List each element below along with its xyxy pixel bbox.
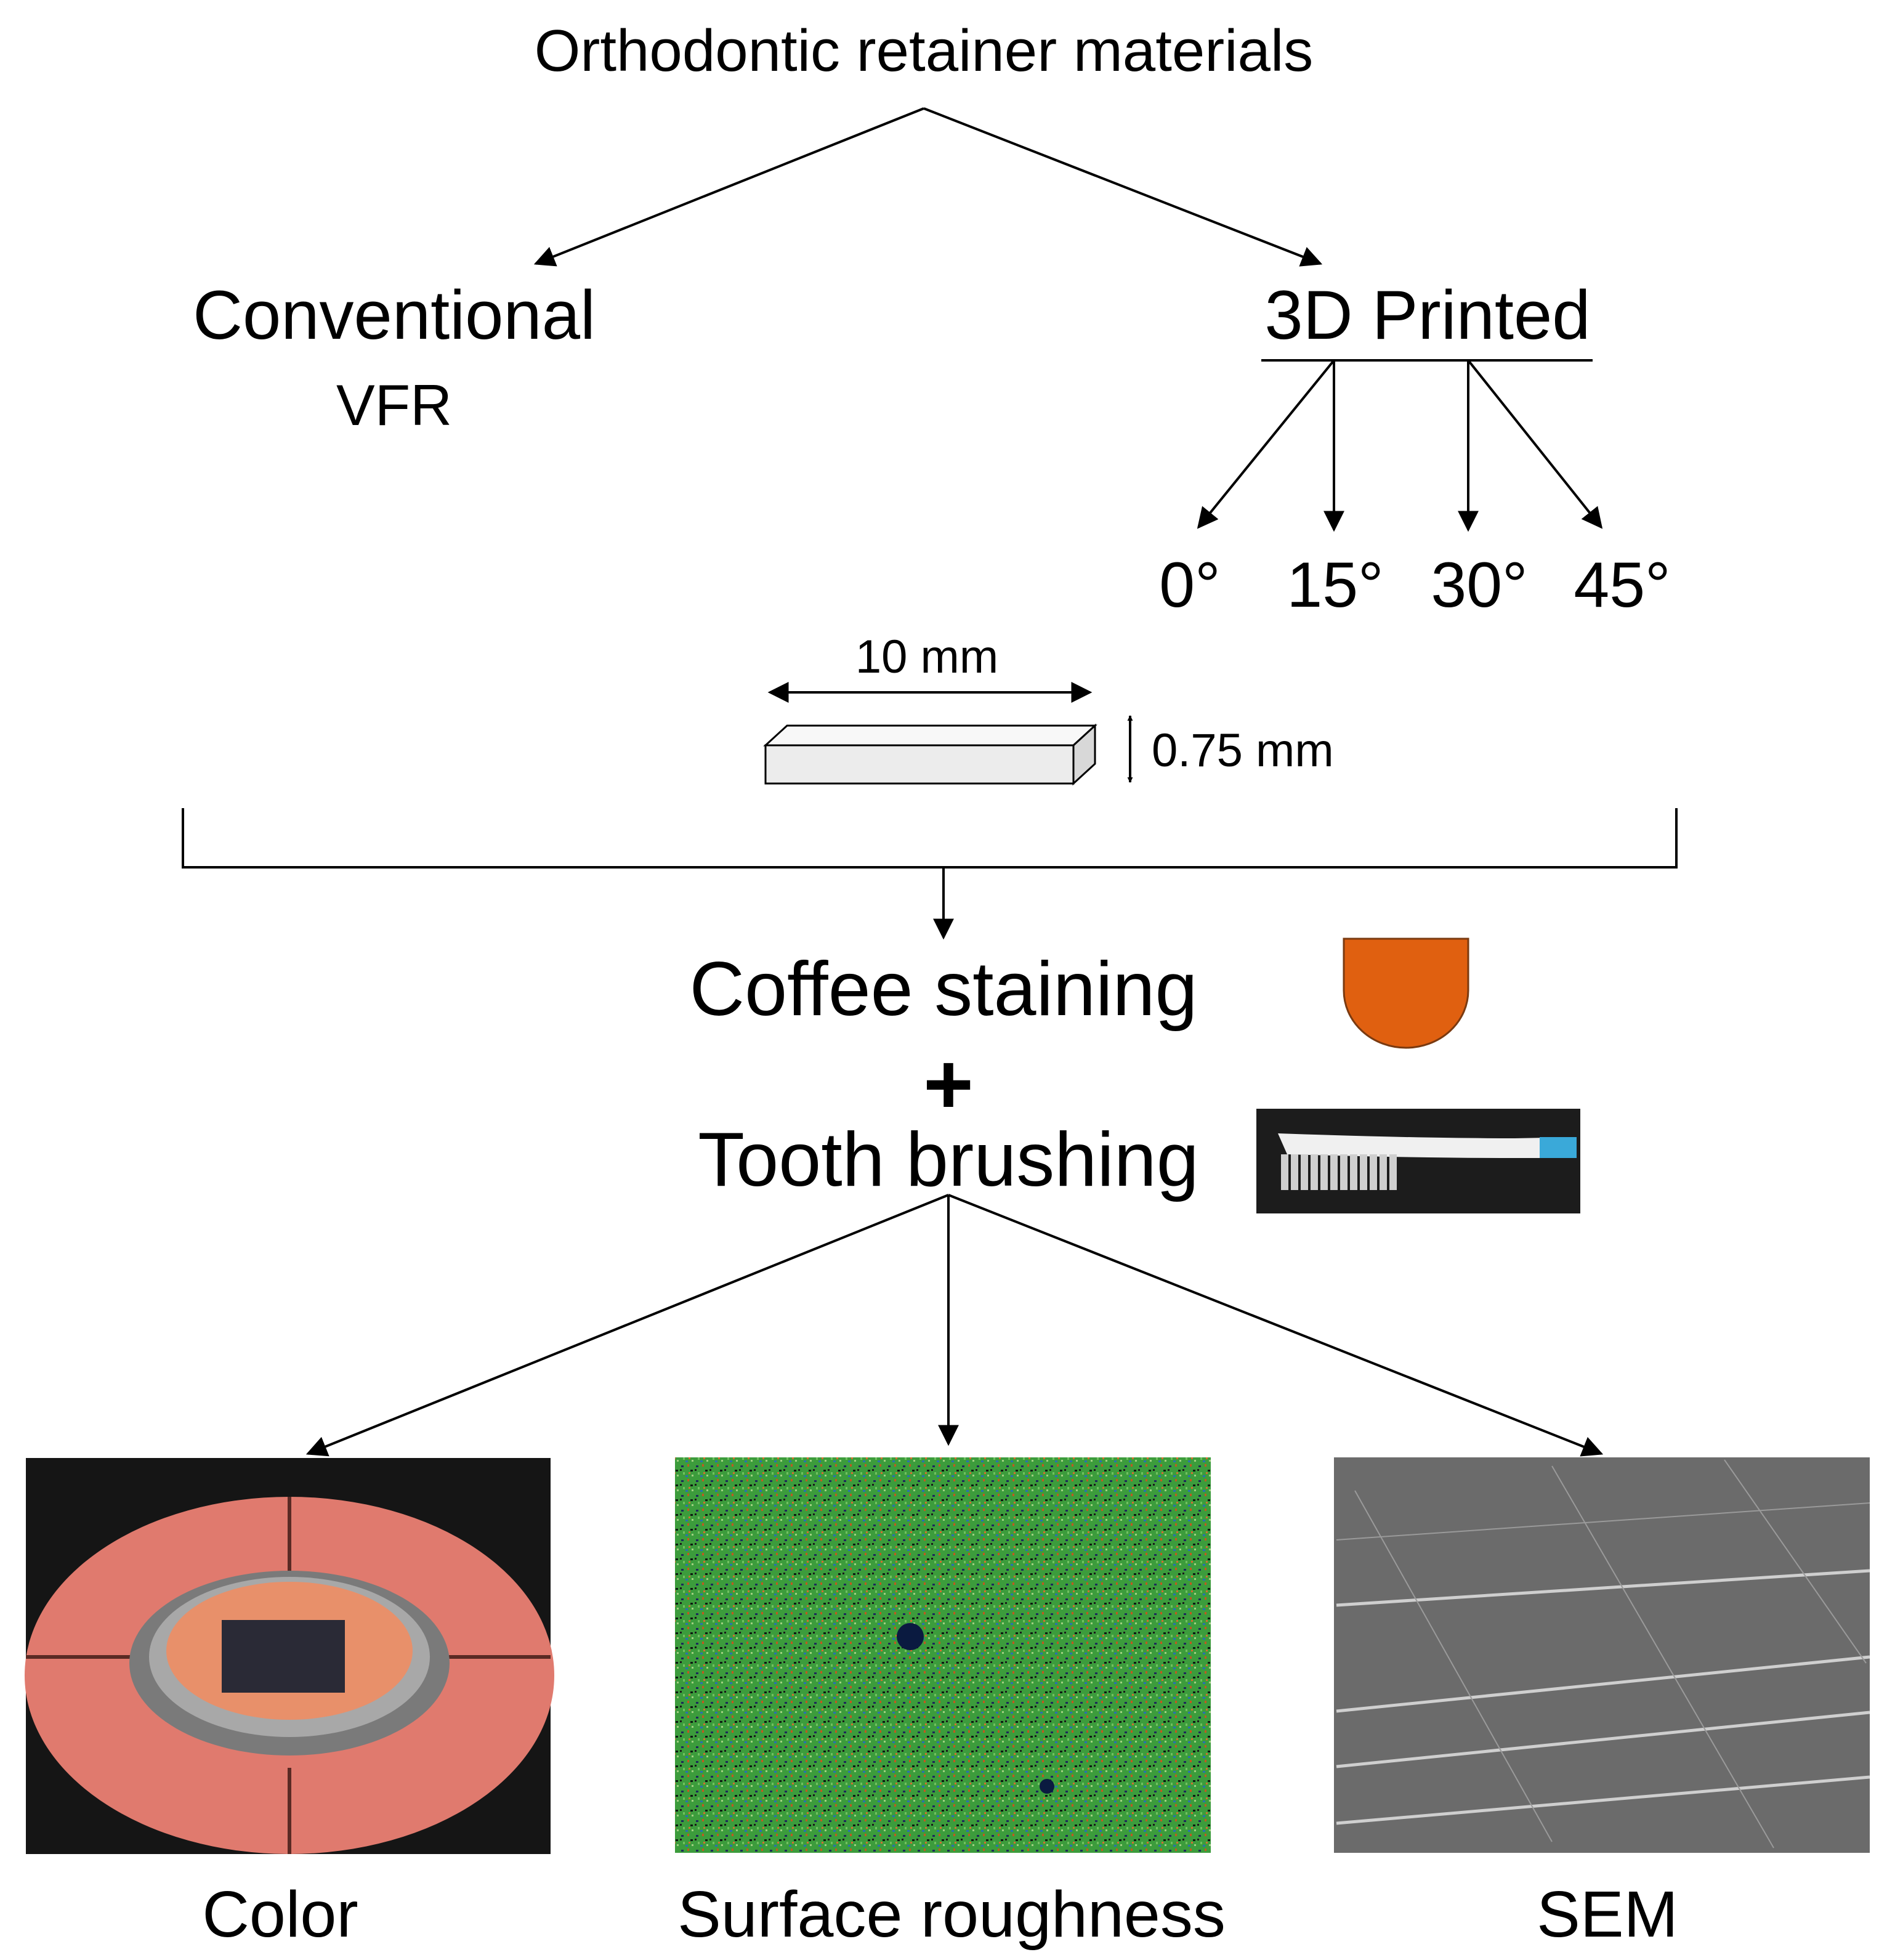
length-dimension-label: 10 mm — [855, 631, 998, 683]
outcome-surface-roughness-label: Surface roughness — [677, 1878, 1226, 1951]
toothbrush-image — [1256, 1109, 1580, 1213]
angle-arrows — [1197, 359, 1603, 532]
outcome-color-label: Color — [202, 1878, 358, 1951]
specimen: 10 mm 0.75 mm — [763, 631, 1334, 786]
arrow-to-angle-0 — [1197, 359, 1335, 529]
vfr-label: VFR — [336, 373, 452, 437]
specimen-front-face — [764, 744, 1075, 785]
arrow-to-sem — [948, 1194, 1604, 1457]
sem-image — [1334, 1457, 1870, 1853]
diagram-title: Orthodontic retainer materials — [535, 18, 1314, 84]
surface-roughness-image — [675, 1457, 1211, 1853]
arrow-to-angle-45 — [1467, 359, 1603, 529]
conventional-label: Conventional — [193, 277, 596, 354]
outcome-arrows — [305, 1194, 1604, 1457]
arrow-to-color — [305, 1194, 949, 1457]
specimen-top-face — [763, 724, 1097, 747]
outcome-sem-label: SEM — [1537, 1878, 1678, 1951]
arrow-to-conventional — [533, 107, 924, 267]
title-arrows — [533, 107, 1323, 267]
coffee-cup-icon — [1343, 937, 1469, 1049]
plus-sign: + — [923, 1035, 974, 1132]
angle-15-label: 15° — [1287, 549, 1383, 621]
3d-printed-label: 3D Printed — [1264, 277, 1590, 354]
angle-45-label: 45° — [1574, 549, 1670, 621]
thickness-dimension-label: 0.75 mm — [1152, 724, 1334, 777]
color-measurement-image — [25, 1458, 554, 1854]
merge-bracket — [182, 808, 1678, 940]
tooth-brushing-label: Tooth brushing — [698, 1117, 1198, 1202]
arrow-to-3d-printed — [923, 107, 1323, 267]
coffee-staining-label: Coffee staining — [690, 947, 1198, 1032]
angle-30-label: 30° — [1431, 549, 1527, 621]
angle-0-label: 0° — [1159, 549, 1220, 621]
